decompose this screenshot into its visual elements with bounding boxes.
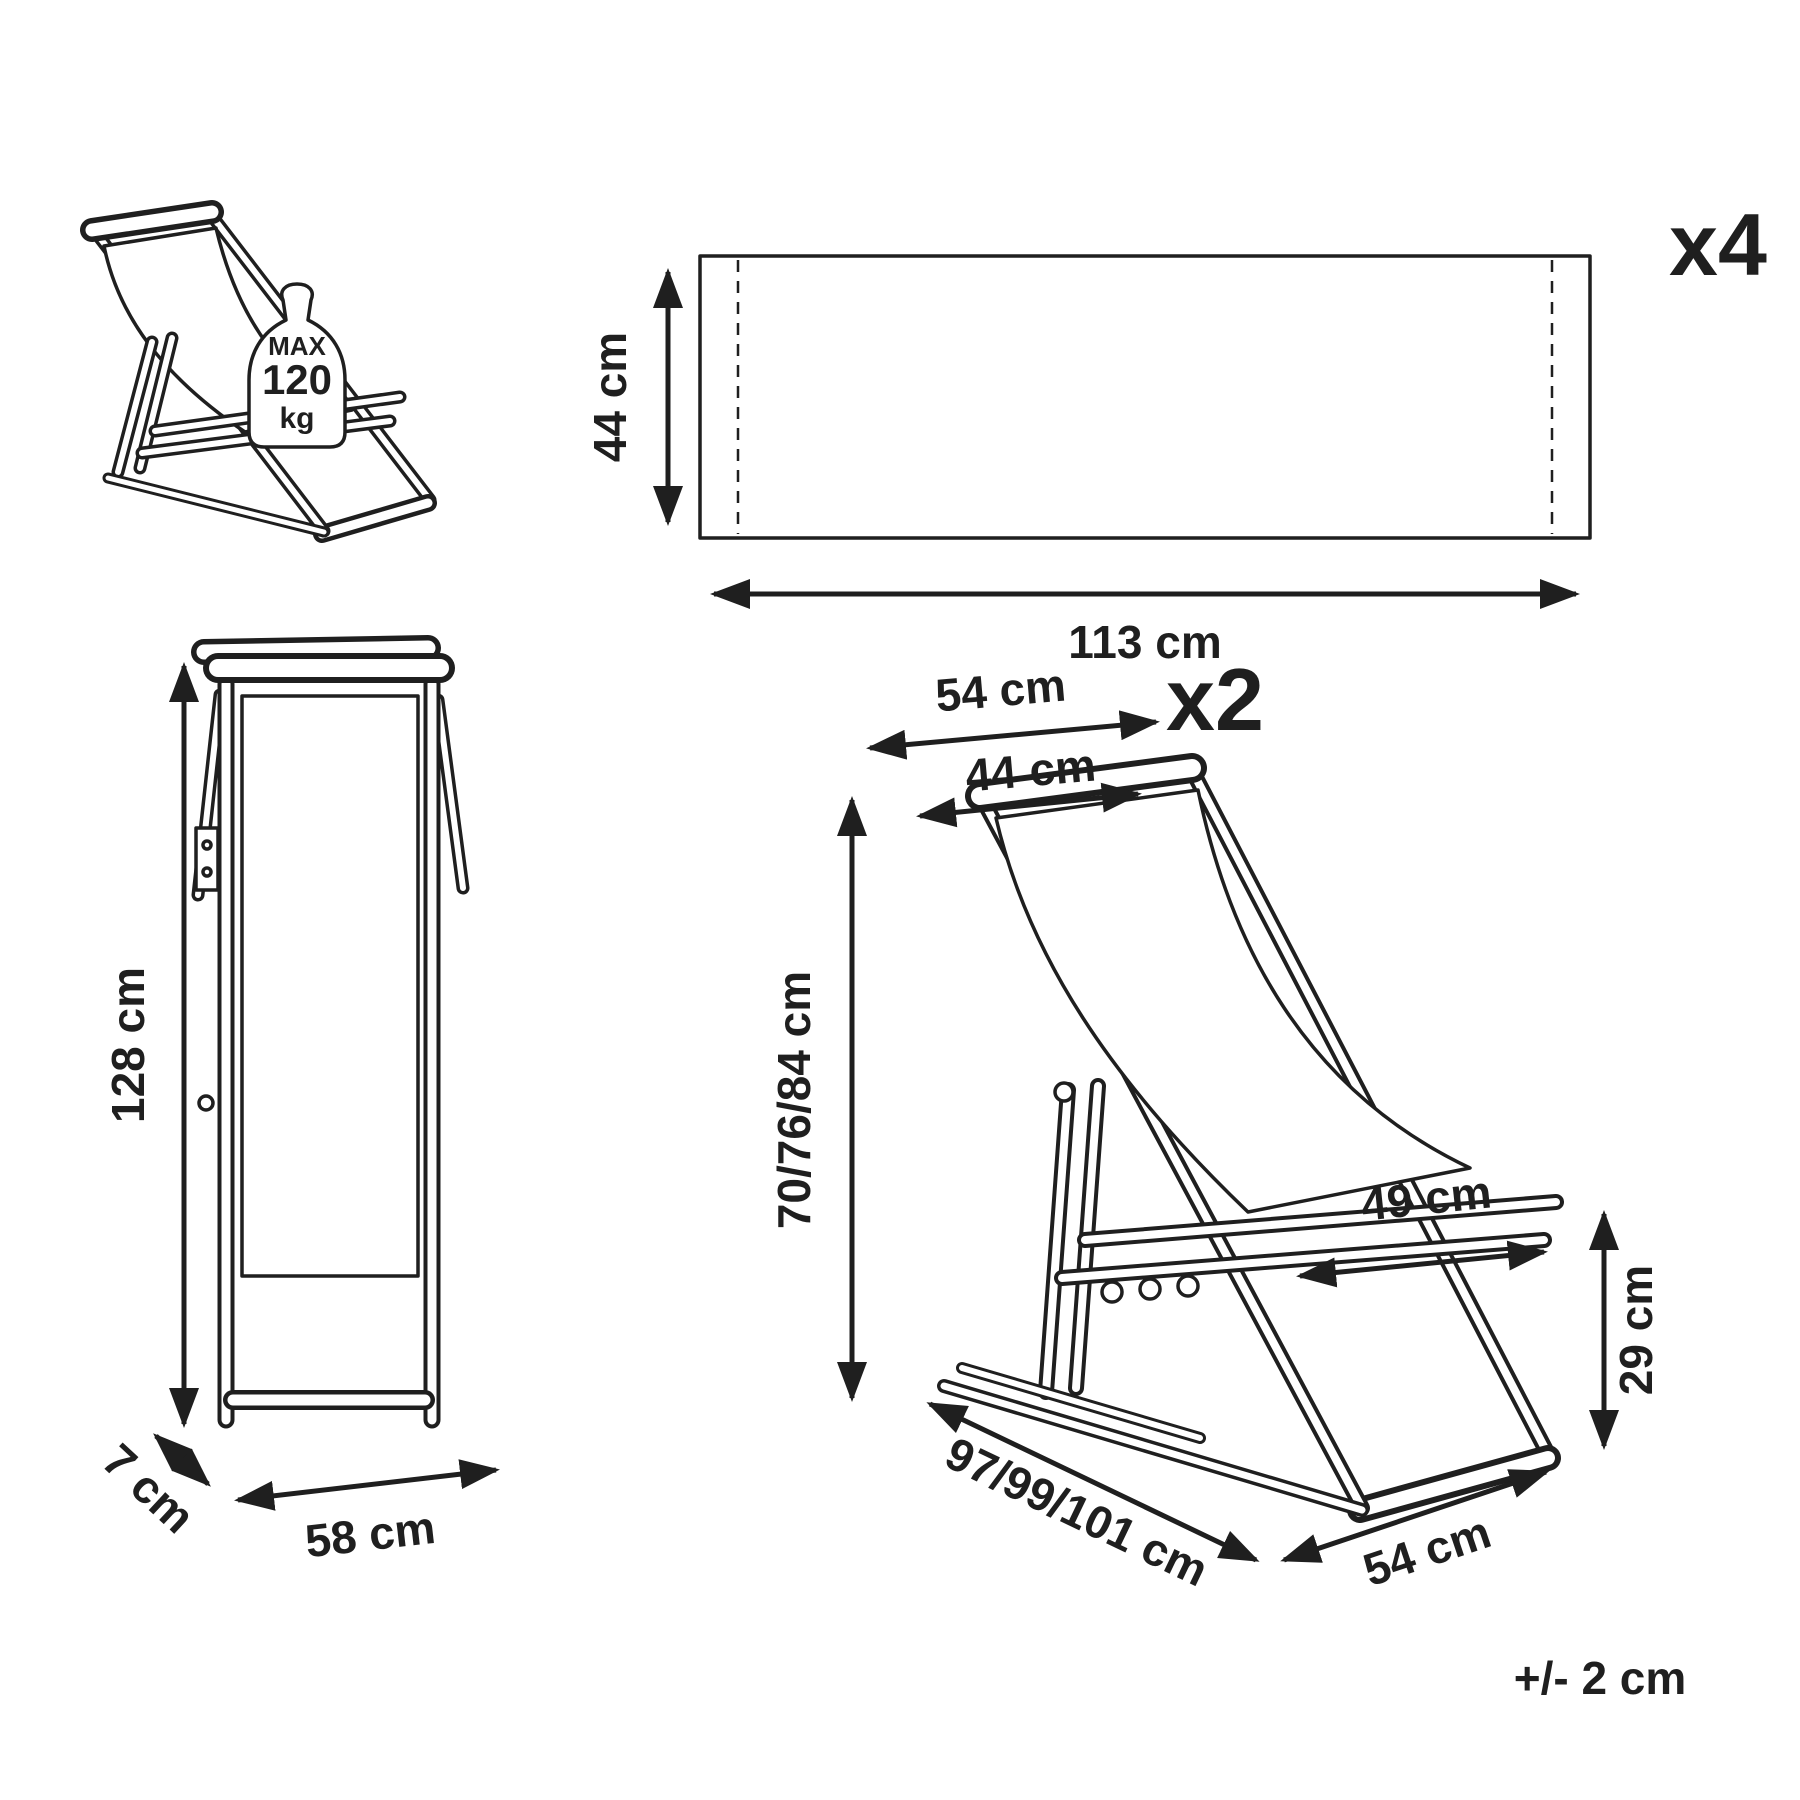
weight-limit-badge: MAX 120 kg — [247, 282, 347, 449]
weight-limit-max-label: MAX — [268, 331, 326, 361]
assembled-chair-figure: x2 54 cm 44 cm 70/76/84 cm 49 cm 29 cm 9… — [768, 650, 1662, 1596]
chair-sling-fabric — [240, 694, 420, 1278]
assembled-quantity-label: x2 — [1166, 650, 1264, 749]
weight-bottle-shape — [247, 282, 347, 449]
chair-frame-line — [105, 475, 327, 535]
chair-sling-fabric — [994, 788, 1472, 1214]
assembled-height-label: 70/76/84 cm — [768, 971, 820, 1229]
weight-limit-unit: kg — [279, 402, 314, 435]
folded-depth-dimension-arrow — [153, 1433, 211, 1487]
recline-notch — [1138, 1277, 1162, 1301]
hinge-pin — [201, 839, 213, 851]
fabric-panel-figure: x4 44 cm 113 cm — [584, 195, 1767, 668]
folded-height-label: 128 cm — [102, 967, 154, 1123]
assembled-inner-width-dimension-arrow — [916, 782, 1142, 828]
folded-depth-label: 7 cm — [93, 1434, 205, 1544]
assembled-base-width-dimension-arrow — [1280, 1469, 1550, 1563]
assembled-seat-height-label: 29 cm — [1610, 1265, 1662, 1395]
tolerance-note: +/- 2 cm — [1514, 1652, 1687, 1704]
assembled-top-width-dimension-arrow — [866, 710, 1160, 760]
chair-top-bar — [85, 205, 219, 237]
fabric-panel-outline — [698, 254, 1592, 540]
fabric-width-label: 113 cm — [1068, 616, 1221, 668]
fabric-height-label: 44 cm — [584, 332, 636, 462]
fabric-quantity-label: x4 — [1669, 195, 1767, 294]
frame-hole — [197, 1094, 215, 1112]
chair-frame-line — [196, 640, 436, 660]
weight-limit-value: 120 — [262, 356, 332, 403]
folded-width-label: 58 cm — [302, 1501, 437, 1567]
assembled-seat-length-dimension-arrow — [1296, 1240, 1548, 1288]
chair-front-leg — [1042, 1086, 1072, 1396]
chair-frame-line — [435, 697, 466, 891]
hinge-pin — [201, 866, 213, 878]
recline-notch — [1176, 1274, 1200, 1298]
assembled-depth-dimension-arrow — [926, 1401, 1260, 1563]
assembled-base-width-label: 54 cm — [1357, 1505, 1497, 1596]
chair-frame-line — [115, 339, 155, 475]
recline-notch — [1100, 1280, 1124, 1304]
chair-frame-line — [317, 498, 433, 539]
folded-width-dimension-arrow — [234, 1459, 500, 1511]
pivot-knob — [1053, 1081, 1075, 1103]
deckchair-overview-figure: MAX 120 kg — [80, 200, 437, 543]
chair-seat-rail — [1081, 1198, 1560, 1244]
hinge-bracket — [194, 826, 220, 892]
folded-chair-figure: 128 cm 58 cm 7 cm — [93, 635, 500, 1567]
assembled-top-width-label: 54 cm — [933, 658, 1067, 721]
